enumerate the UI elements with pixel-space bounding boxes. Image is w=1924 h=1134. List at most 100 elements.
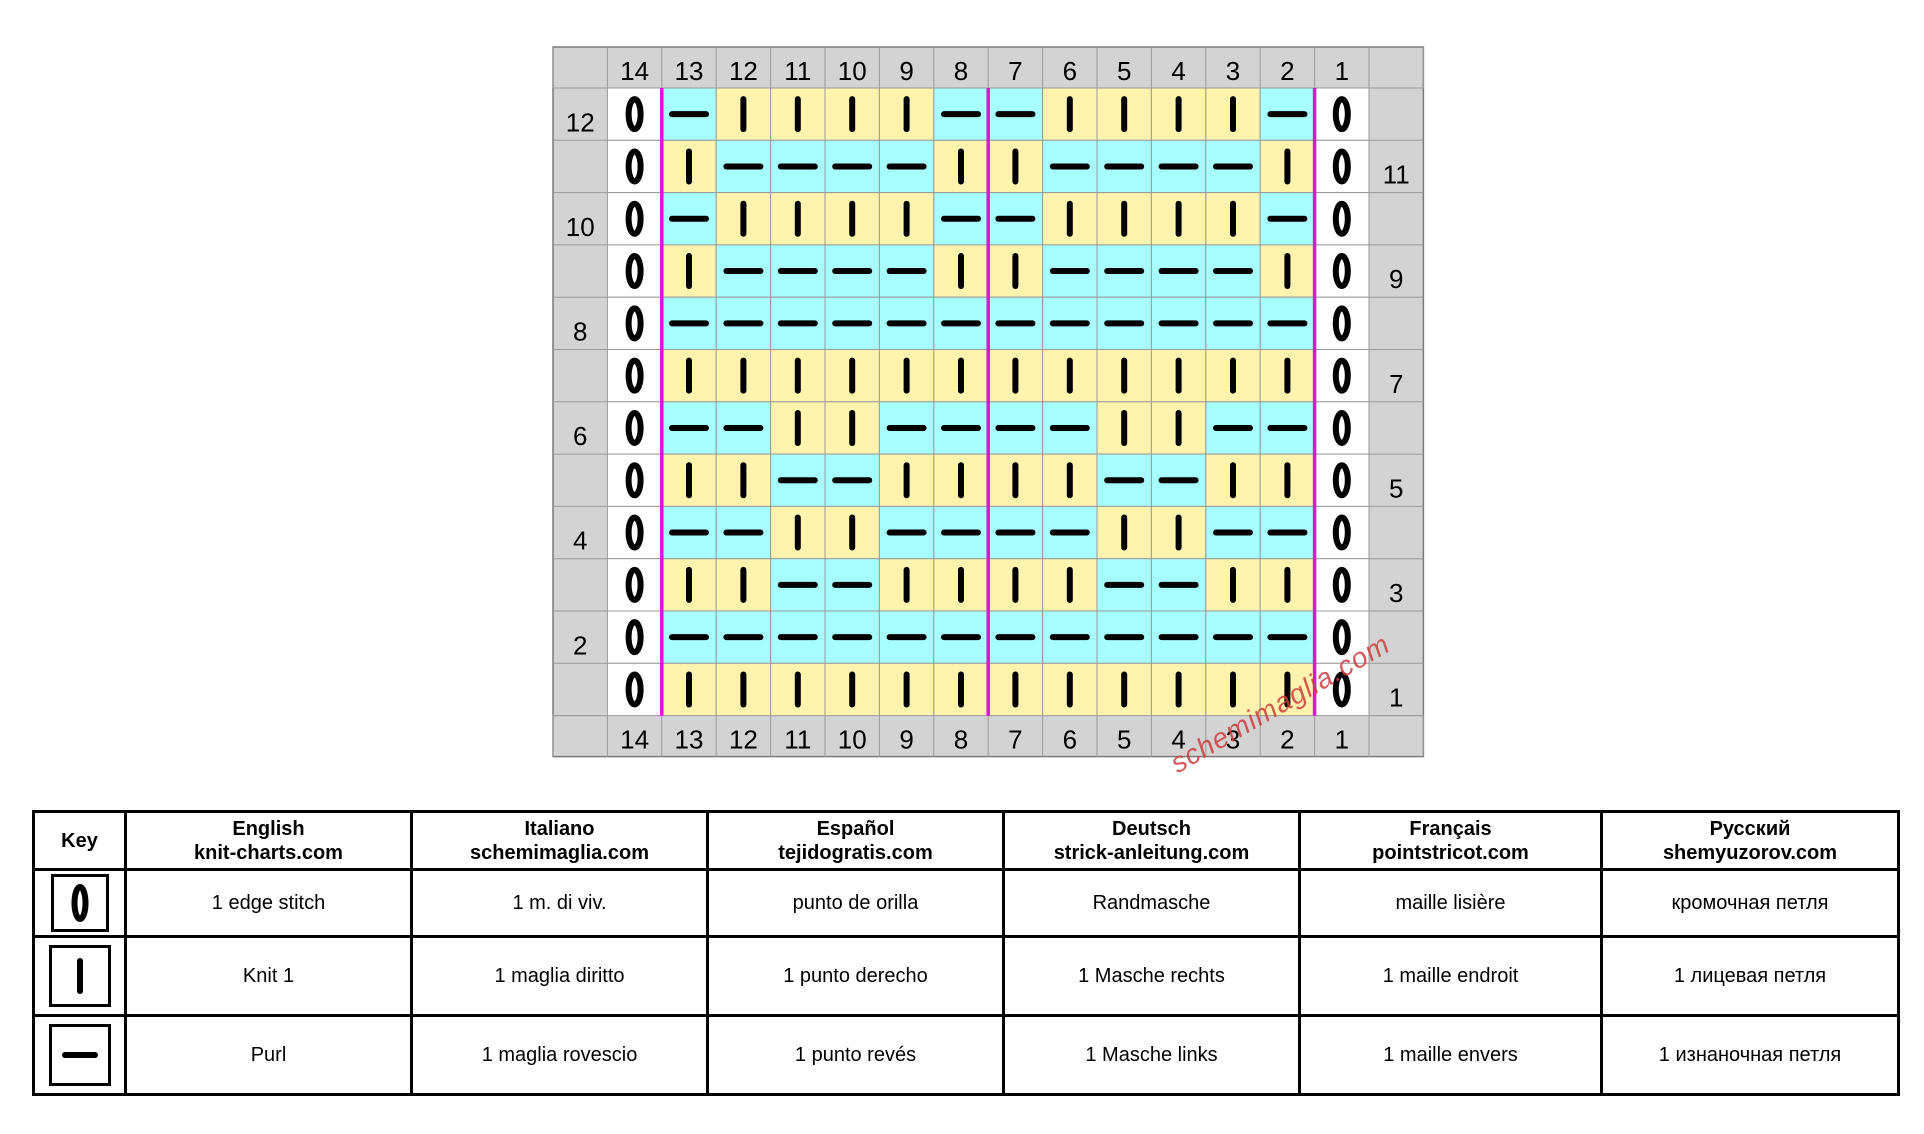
header-lang: Italiano <box>524 817 595 840</box>
key-row-purl: Purl 1 maglia rovescio 1 punto revés 1 M… <box>32 1014 1900 1096</box>
key-label: 1 Masche rechts <box>1002 935 1301 1017</box>
key-label: 1 edge stitch <box>124 868 413 938</box>
header-lang: Deutsch <box>1112 817 1191 840</box>
column-number-bottom: 8 <box>954 725 968 755</box>
edge-stitch-cell <box>1314 610 1370 664</box>
edge-stitch-icon <box>625 96 644 133</box>
edge-stitch-icon <box>1332 462 1351 499</box>
edge-stitch-icon <box>625 253 644 290</box>
edge-stitch-cell <box>1314 453 1370 507</box>
edge-stitch-icon <box>1332 305 1351 342</box>
edge-stitch-icon <box>625 514 644 551</box>
header-site: shemyuzorov.com <box>1662 841 1838 864</box>
key-row-edge-stitch: 1 edge stitch 1 m. di viv. punto de oril… <box>32 868 1900 938</box>
edge-stitch-cell <box>606 87 663 141</box>
column-number-bottom: 1 <box>1335 725 1349 755</box>
edge-stitch-cell <box>606 349 663 403</box>
column-number-top: 8 <box>954 56 968 86</box>
edge-stitch-cell <box>1314 349 1370 403</box>
edge-stitch-cell <box>606 662 663 717</box>
row-number-left: 8 <box>573 317 587 347</box>
key-label: 1 изнаночная петля <box>1600 1014 1900 1096</box>
key-row-knit: Knit 1 1 maglia diritto 1 punto derecho … <box>32 935 1900 1017</box>
column-number-bottom: 2 <box>1280 725 1294 755</box>
edge-stitch-icon <box>1332 514 1351 551</box>
header-site: pointstricot.com <box>1372 841 1529 864</box>
column-number-bottom: 12 <box>729 725 758 755</box>
column-number-top: 2 <box>1280 56 1294 86</box>
header-lang: Русский <box>1709 817 1791 840</box>
key-label: Knit 1 <box>124 935 413 1017</box>
column-number-top: 10 <box>838 56 867 86</box>
key-symbol-cell <box>32 1014 127 1096</box>
key-label: 1 maglia rovescio <box>410 1014 709 1096</box>
key-label: 1 punto derecho <box>706 935 1005 1017</box>
row-number-left: 2 <box>573 630 587 660</box>
key-label: 1 punto revés <box>706 1014 1005 1096</box>
column-number-top: 12 <box>729 56 758 86</box>
edge-stitch-icon <box>1332 619 1351 656</box>
edge-stitch-icon <box>1332 357 1351 394</box>
column-number-top: 11 <box>784 56 811 86</box>
edge-stitch-cell <box>1314 662 1370 717</box>
header-key: Key <box>32 810 127 871</box>
knit-icon <box>48 945 111 1007</box>
edge-stitch-icon <box>625 462 644 499</box>
edge-stitch-icon <box>625 671 644 708</box>
edge-stitch-icon <box>1332 200 1351 237</box>
row-number-right: 9 <box>1389 264 1403 294</box>
edge-stitch-icon <box>625 148 644 185</box>
edge-stitch-icon <box>1332 566 1351 603</box>
key-label: 1 Masche links <box>1002 1014 1301 1096</box>
key-label: 1 maille endroit <box>1298 935 1603 1017</box>
edge-stitch-cell <box>1314 139 1370 194</box>
column-number-top: 3 <box>1226 56 1240 86</box>
column-number-top: 5 <box>1117 56 1131 86</box>
edge-stitch-cell <box>1314 192 1370 246</box>
column-number-bottom: 5 <box>1117 725 1131 755</box>
edge-stitch-cell <box>606 558 663 612</box>
row-number-right: 11 <box>1383 160 1410 190</box>
edge-stitch-cell <box>606 401 663 455</box>
column-number-top: 4 <box>1171 56 1185 86</box>
column-number-bottom: 3 <box>1226 725 1240 755</box>
edge-stitch-icon <box>1332 253 1351 290</box>
row-number-left: 6 <box>573 421 587 451</box>
edge-stitch-cell <box>1314 296 1370 351</box>
key-label: 1 maglia diritto <box>410 935 709 1017</box>
edge-stitch-cell <box>1314 244 1370 298</box>
header-lang: English <box>232 817 305 840</box>
edge-stitch-icon <box>625 357 644 394</box>
column-number-top: 13 <box>675 56 704 86</box>
row-number-left: 10 <box>566 212 595 242</box>
row-number-right: 1 <box>1389 683 1403 713</box>
column-number-bottom: 9 <box>899 725 913 755</box>
header-lang: Key <box>61 829 98 852</box>
column-number-bottom: 6 <box>1063 725 1077 755</box>
column-number-bottom: 7 <box>1008 725 1022 755</box>
edge-stitch-cell <box>1314 87 1370 141</box>
column-number-bottom: 10 <box>838 725 867 755</box>
column-number-bottom: 13 <box>675 725 704 755</box>
key-symbol-cell <box>32 868 127 938</box>
key-label: 1 m. di viv. <box>410 868 709 938</box>
edge-stitch-cell <box>606 139 663 194</box>
edge-stitch-cell <box>606 296 663 351</box>
header-site: schemimaglia.com <box>470 841 649 864</box>
edge-stitch-icon <box>50 874 109 932</box>
row-number-right: 7 <box>1389 369 1403 399</box>
edge-stitch-icon <box>625 200 644 237</box>
key-symbol-cell <box>32 935 127 1017</box>
column-number-top: 9 <box>899 56 913 86</box>
column-number-bottom: 11 <box>784 725 811 755</box>
edge-stitch-icon <box>1332 148 1351 185</box>
key-label: punto de orilla <box>706 868 1005 938</box>
key-label: кромочная петля <box>1600 868 1900 938</box>
edge-stitch-cell <box>1314 401 1370 455</box>
